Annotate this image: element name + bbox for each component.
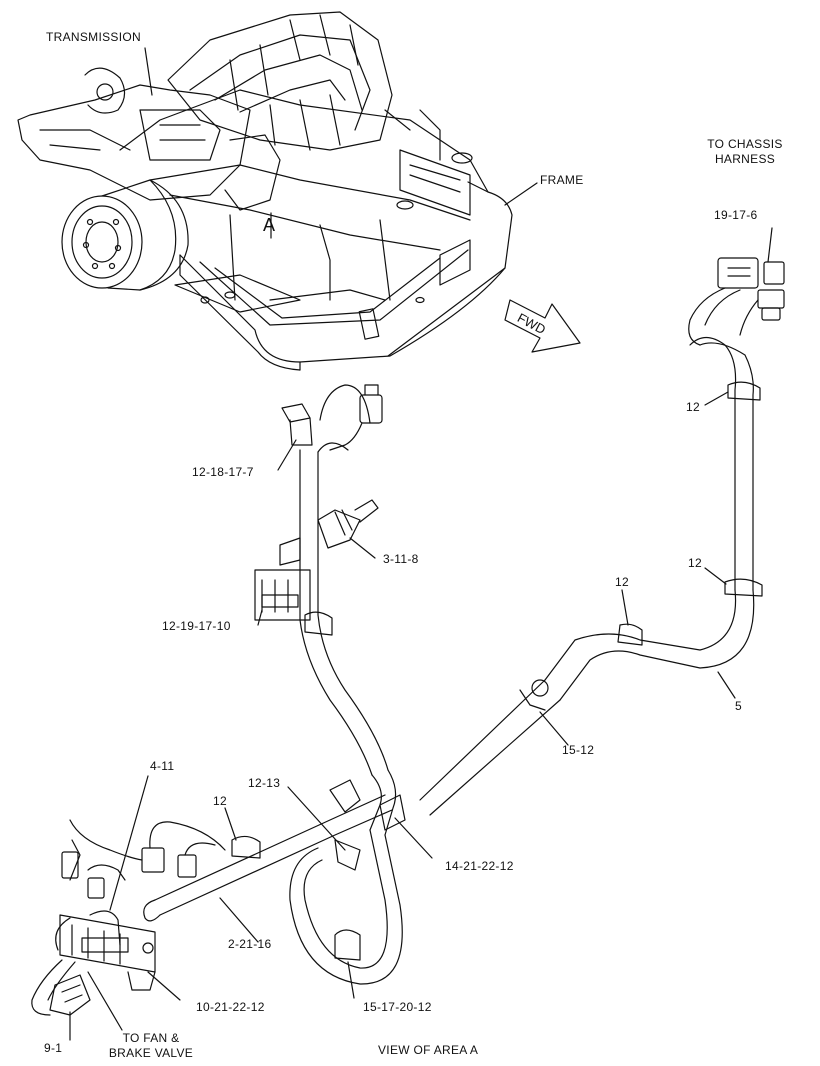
- callout-15-12: 15-12: [562, 743, 595, 757]
- callout-9-1: 9-1: [44, 1041, 63, 1055]
- callout-5: 5: [735, 699, 742, 713]
- frame-label: FRAME: [540, 173, 584, 187]
- callout-4-11: 4-11: [150, 759, 175, 773]
- harness-middle-branch: [254, 384, 397, 836]
- brake-valve-label: BRAKE VALVE: [108, 1046, 194, 1060]
- callout-12-19-17-10: 12-19-17-10: [162, 619, 231, 633]
- harness-label: HARNESS: [714, 152, 776, 166]
- callout-12-a: 12: [686, 400, 700, 414]
- callout-14-21-22-12: 14-21-22-12: [445, 859, 514, 873]
- callout-12-13: 12-13: [248, 776, 281, 790]
- transmission-label: TRANSMISSION: [46, 30, 141, 44]
- callout-12-18-17-7: 12-18-17-7: [192, 465, 254, 479]
- area-a-marker: A: [263, 215, 276, 235]
- to-fan-label: TO FAN &: [122, 1031, 180, 1045]
- callout-3-11-8: 3-11-8: [383, 552, 419, 566]
- fwd-arrow: [504, 299, 581, 353]
- callout-12-b: 12: [688, 556, 702, 570]
- harness-lower-branch: [31, 779, 406, 1016]
- callout-2-21-16: 2-21-16: [228, 937, 272, 951]
- transmission-assembly: [17, 67, 281, 291]
- callout-10-21-22-12: 10-21-22-12: [196, 1000, 265, 1014]
- callout-15-17-20-12: 15-17-20-12: [363, 1000, 432, 1014]
- callout-19-17-6: 19-17-6: [714, 208, 758, 222]
- callout-12-d: 12: [213, 794, 227, 808]
- harness-right-branch: [419, 257, 785, 816]
- to-chassis-label: TO CHASSIS: [707, 137, 783, 151]
- view-caption: VIEW OF AREA A: [378, 1043, 479, 1057]
- callout-12-c: 12: [615, 575, 629, 589]
- machine-frame: [119, 11, 513, 371]
